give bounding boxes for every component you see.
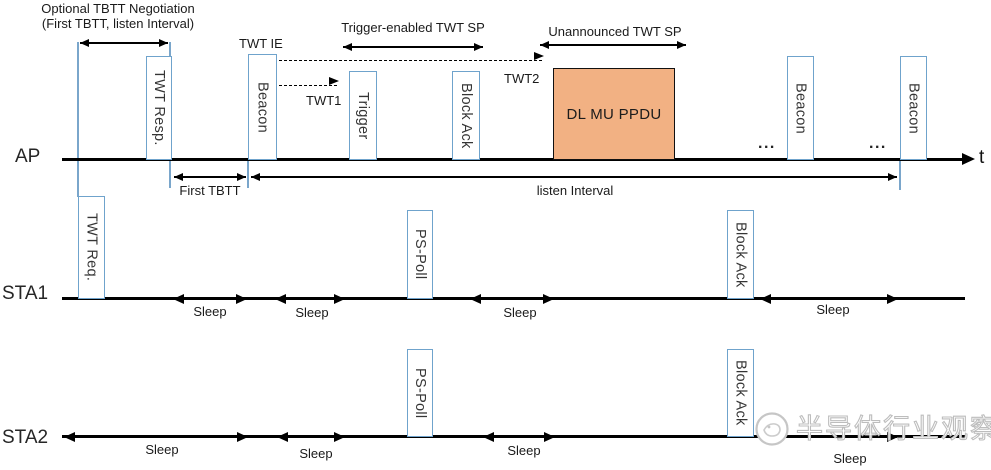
arrowhead-right	[888, 172, 897, 181]
arrowhead-left	[275, 293, 286, 304]
arrowhead-right	[334, 431, 345, 442]
arrowhead-right	[159, 38, 168, 47]
optional-negotiation-line1: Optional TBTT Negotiation	[41, 1, 195, 16]
arrowhead-right	[887, 293, 898, 304]
guide-line-negotiation-start	[77, 42, 79, 197]
arrowhead-left	[540, 40, 549, 49]
unannounced-sp-arrow	[540, 40, 686, 49]
sta1-sleep-arrow-3	[470, 293, 554, 304]
twt-ie-label: TWT IE	[239, 36, 283, 51]
arrowhead-right	[329, 76, 339, 85]
twt2-label: TWT2	[504, 71, 540, 86]
listen-interval-label: listen Interval	[536, 183, 614, 198]
arrowhead-left	[483, 431, 494, 442]
arrowhead-left	[251, 172, 260, 181]
sta2-sleep-label-2: Sleep	[299, 446, 333, 461]
trigger-enabled-sp-arrow	[343, 42, 483, 51]
sta2-sleep-label-4: Sleep	[833, 451, 867, 466]
beacon-box-label: Beacon	[254, 81, 271, 133]
sta2-sleep-arrow-2	[277, 431, 345, 442]
arrowhead-left	[80, 38, 89, 47]
twt-resp-box-label: TWT Resp.	[151, 70, 167, 146]
unannounced-sp-label: Unannounced TWT SP	[548, 24, 682, 39]
twt1-label: TWT1	[306, 93, 342, 108]
arrowhead-right	[474, 42, 483, 51]
arrowhead-right	[677, 40, 686, 49]
sta1-sleep-label-1: Sleep	[193, 304, 227, 319]
dl-mu-ppdu-box: DL MU PPDU	[553, 68, 675, 160]
lane-label-ap: AP	[15, 146, 41, 167]
beacon-box-2: Beacon	[787, 56, 814, 160]
arrowhead-right	[544, 431, 555, 442]
arrowhead-left	[760, 293, 771, 304]
block-ack-box-sta1: Block Ack	[727, 210, 754, 299]
sta1-sleep-label-3: Sleep	[503, 305, 537, 320]
arrowhead-left	[174, 172, 183, 181]
sta1-sleep-label-4: Sleep	[816, 302, 850, 317]
arrowhead-right	[534, 51, 544, 60]
block-ack-box-label: Block Ack	[458, 82, 474, 149]
arrowhead-right	[237, 172, 246, 181]
sta2-sleep-arrow-3	[483, 431, 555, 442]
block-ack-box-sta2: Block Ack	[727, 349, 754, 437]
arrowhead-right	[887, 431, 898, 442]
watermark-logo-icon	[753, 410, 791, 453]
dl-mu-ppdu-label: DL MU PPDU	[566, 105, 662, 123]
block-ack-box-label: Block Ack	[732, 221, 749, 288]
sta1-sleep-arrow-4	[760, 293, 898, 304]
lane-label-sta1: STA1	[2, 283, 49, 304]
optional-negotiation-arrow	[80, 38, 168, 47]
beacon-box-label: Beacon	[792, 82, 809, 134]
arrowhead-right	[543, 293, 554, 304]
time-axis-label: t	[979, 147, 985, 168]
ps-poll-box-label: PS-Poll	[412, 229, 428, 280]
arrowhead-left	[343, 42, 352, 51]
lane-label-sta2: STA2	[2, 427, 49, 448]
sta1-sleep-arrow-1	[173, 293, 247, 304]
trigger-box-label: Trigger	[355, 91, 371, 140]
twt2-dashed-arrow	[279, 51, 544, 61]
block-ack-box-ap: Block Ack	[452, 71, 480, 160]
twt-resp-box: TWT Resp.	[146, 56, 172, 160]
arrowhead-left	[277, 431, 288, 442]
sta2-sleep-label-1: Sleep	[145, 442, 179, 457]
arrowhead-left	[470, 293, 481, 304]
beacon-box-1: Beacon	[248, 54, 277, 160]
time-axis-arrowhead	[962, 153, 975, 165]
optional-negotiation-note: Optional TBTT Negotiation (First TBTT, l…	[28, 1, 208, 31]
twt-req-box-label: TWT Req.	[83, 213, 100, 282]
arrowhead-right	[236, 293, 247, 304]
twt-req-box: TWT Req.	[78, 196, 105, 299]
ellipsis-2: ...	[869, 135, 887, 152]
listen-interval-arrow	[251, 172, 897, 181]
ap-timeline	[62, 158, 963, 161]
trigger-enabled-sp-label: Trigger-enabled TWT SP	[341, 20, 485, 35]
watermark-text: 半导体行业观察	[795, 413, 991, 444]
sta1-sleep-arrow-2	[275, 293, 345, 304]
ps-poll-box-sta1: PS-Poll	[407, 210, 433, 299]
ps-poll-box-label: PS-Poll	[412, 367, 428, 419]
arrowhead-left	[64, 431, 75, 442]
beacon-box-label: Beacon	[905, 82, 922, 134]
guide-line-first-beacon	[247, 160, 249, 188]
first-tbtt-label: First TBTT	[179, 183, 241, 198]
sta2-sleep-label-3: Sleep	[507, 443, 541, 458]
beacon-box-3: Beacon	[900, 56, 927, 160]
arrowhead-left	[173, 293, 184, 304]
sta2-sleep-arrow-1	[64, 431, 248, 442]
arrowhead-right	[237, 431, 248, 442]
optional-negotiation-line2: (First TBTT, listen Interval)	[41, 16, 195, 31]
arrowhead-right	[334, 293, 345, 304]
twt1-dashed-arrow	[279, 76, 339, 86]
first-tbtt-arrow	[174, 172, 246, 181]
sta1-sleep-label-2: Sleep	[295, 305, 329, 320]
guide-line-last-beacon	[899, 160, 901, 190]
trigger-box: Trigger	[349, 71, 377, 160]
ellipsis-1: ...	[758, 135, 776, 152]
block-ack-box-label: Block Ack	[732, 360, 749, 426]
ps-poll-box-sta2: PS-Poll	[407, 349, 433, 437]
